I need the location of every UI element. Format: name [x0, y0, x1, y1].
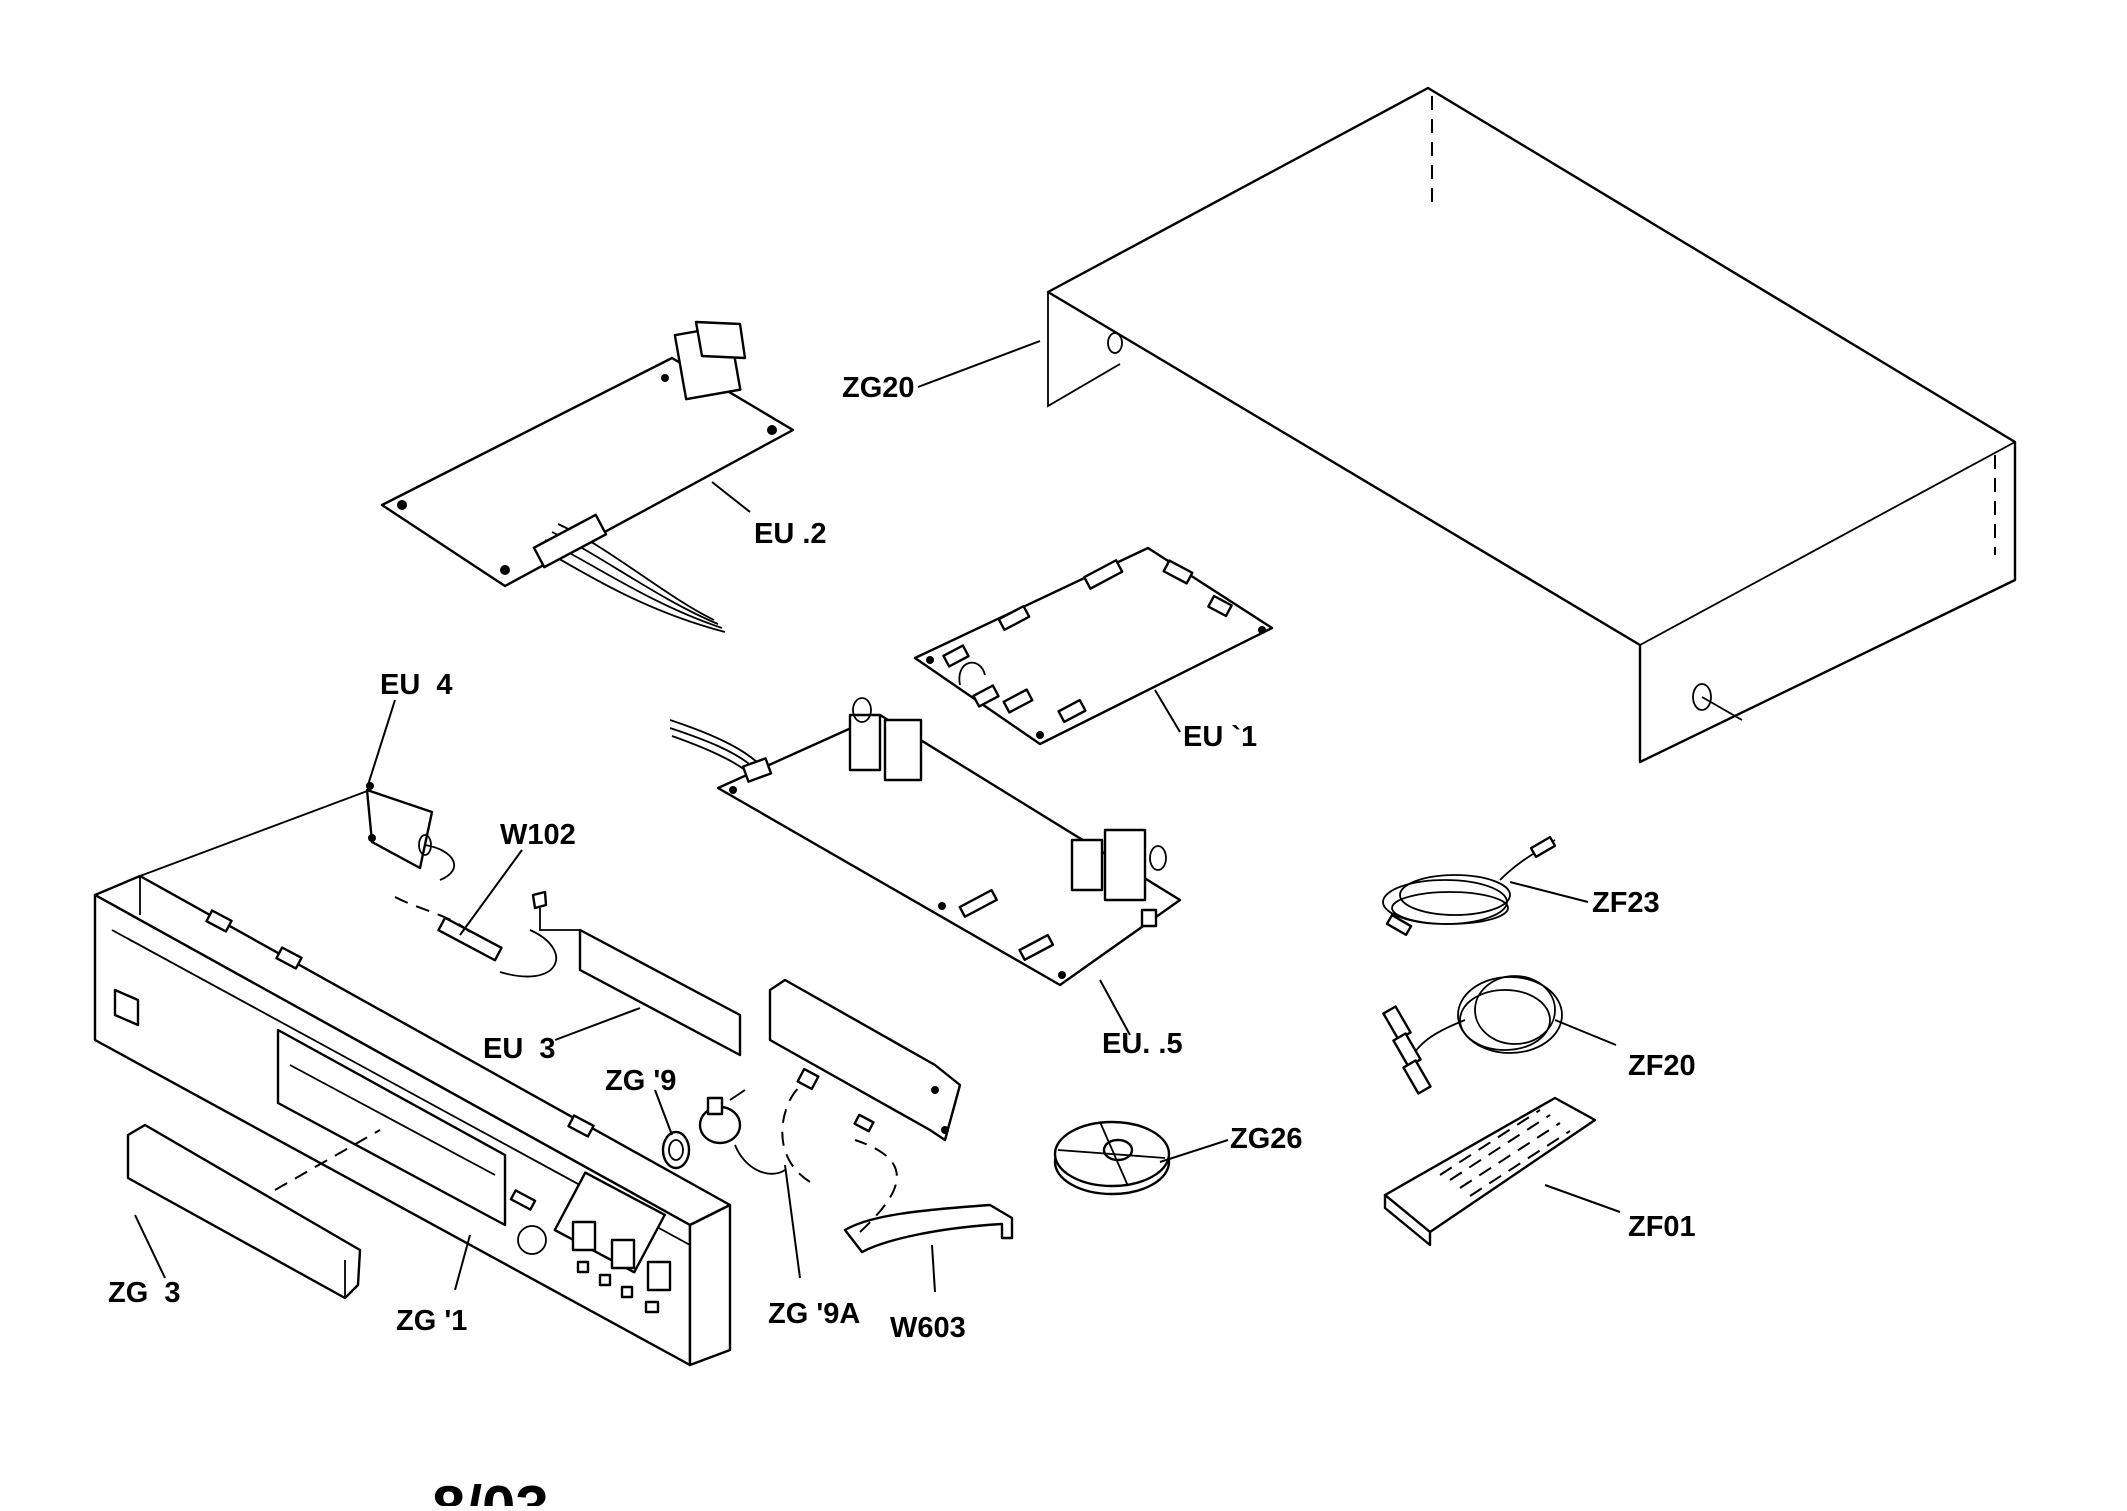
label-w102: W102	[500, 819, 576, 851]
label-zg9: ZG '9	[605, 1065, 676, 1097]
label-zf23: ZF23	[1592, 887, 1660, 919]
circuit-board-eu1	[913, 546, 1274, 746]
remote-control-zf01	[1383, 1096, 1597, 1247]
label-zg20: ZG20	[842, 372, 915, 404]
label-zg1: ZG '1	[396, 1305, 467, 1337]
label-zf20: ZF20	[1628, 1050, 1696, 1082]
label-eu1: EU `1	[1183, 721, 1257, 753]
encoder-zg9a	[698, 1089, 786, 1175]
label-w603: W603	[890, 1312, 966, 1344]
circuit-board-eu3	[531, 890, 962, 1142]
disc-clamp-zg26	[1053, 1120, 1171, 1196]
label-eu4: EU 4	[380, 669, 453, 701]
flat-cable-w603	[781, 1084, 1014, 1254]
page-number: 8/03	[432, 1474, 549, 1506]
label-zg9a: ZG '9A	[768, 1298, 860, 1330]
leader-lines	[134, 340, 1621, 1293]
part-labels: ZG20 EU .2 EU `1 EU 4 W102 EU 3 EU. .5 Z…	[108, 372, 1696, 1344]
remote-buttons	[1439, 1109, 1571, 1197]
top-cover-zg20	[1046, 86, 2017, 764]
label-eu5: EU. .5	[1102, 1028, 1183, 1060]
ribbon-cable-w102	[394, 896, 558, 978]
label-eu2: EU .2	[754, 518, 827, 550]
label-zf01: ZF01	[1628, 1211, 1696, 1243]
display-lens-zg3	[126, 1123, 381, 1300]
circuit-board-eu5	[669, 697, 1182, 987]
label-zg26: ZG26	[1230, 1123, 1303, 1155]
label-eu3: EU 3	[483, 1033, 556, 1065]
label-zg3: ZG 3	[108, 1277, 181, 1309]
circuit-board-eu2	[380, 320, 795, 633]
knob-zg9	[661, 1130, 691, 1170]
power-cord-zf23	[1382, 835, 1557, 937]
circuit-board-eu4	[365, 782, 455, 881]
front-panel-zg1	[93, 789, 732, 1367]
av-cable-zf20	[1382, 975, 1563, 1095]
